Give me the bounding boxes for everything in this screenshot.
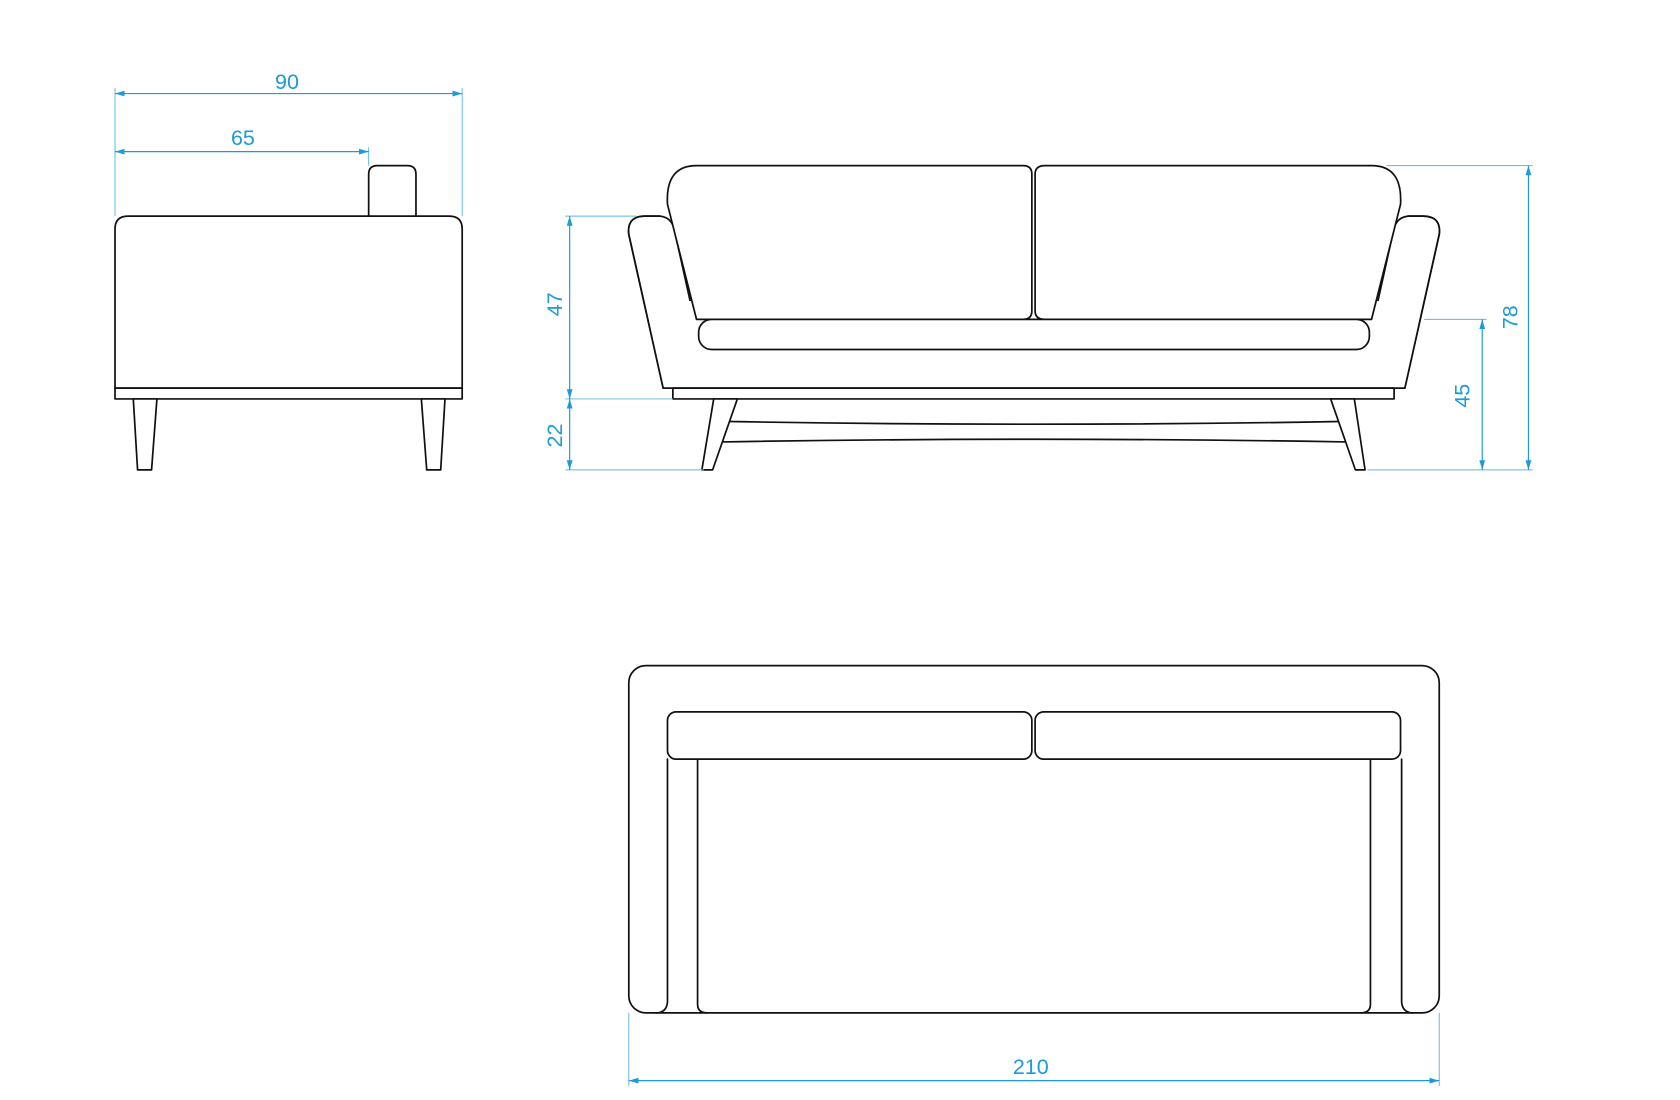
front-stretcher-bottom xyxy=(721,438,1347,443)
front-seat-cushion xyxy=(697,318,1371,351)
side-backrest xyxy=(367,164,417,217)
front-leg-right xyxy=(1329,398,1366,471)
front-view: 47 22 78 45 xyxy=(543,164,1533,471)
top-arm-right xyxy=(1400,758,1415,1014)
dimension-label-leg-height: 22 xyxy=(543,424,567,448)
dimension-label-overall-height: 78 xyxy=(1499,305,1523,329)
dimension-label-seat-height: 45 xyxy=(1450,384,1474,408)
front-plinth xyxy=(672,387,1395,400)
side-base xyxy=(114,387,464,400)
front-stretcher-top xyxy=(727,420,1341,426)
front-leg-left xyxy=(701,398,739,471)
dimension-label-arm-height: 47 xyxy=(543,292,567,316)
top-view: 210 xyxy=(627,664,1441,1087)
side-leg-left xyxy=(132,398,158,471)
top-arm-left xyxy=(654,758,669,1014)
dimension-label-width: 210 xyxy=(1013,1055,1049,1079)
front-back-cushion-left xyxy=(666,164,1033,321)
side-leg-right xyxy=(420,398,446,471)
top-back-cushion-left xyxy=(666,710,1033,760)
side-view: 90 65 xyxy=(114,70,464,471)
top-back-cushion-right xyxy=(1034,710,1402,760)
front-back-cushion-right xyxy=(1034,164,1402,321)
top-seat xyxy=(696,758,1372,1014)
dimension-label-seat-depth: 65 xyxy=(231,126,255,150)
side-body xyxy=(114,215,464,390)
dimension-label-depth: 90 xyxy=(275,70,299,94)
